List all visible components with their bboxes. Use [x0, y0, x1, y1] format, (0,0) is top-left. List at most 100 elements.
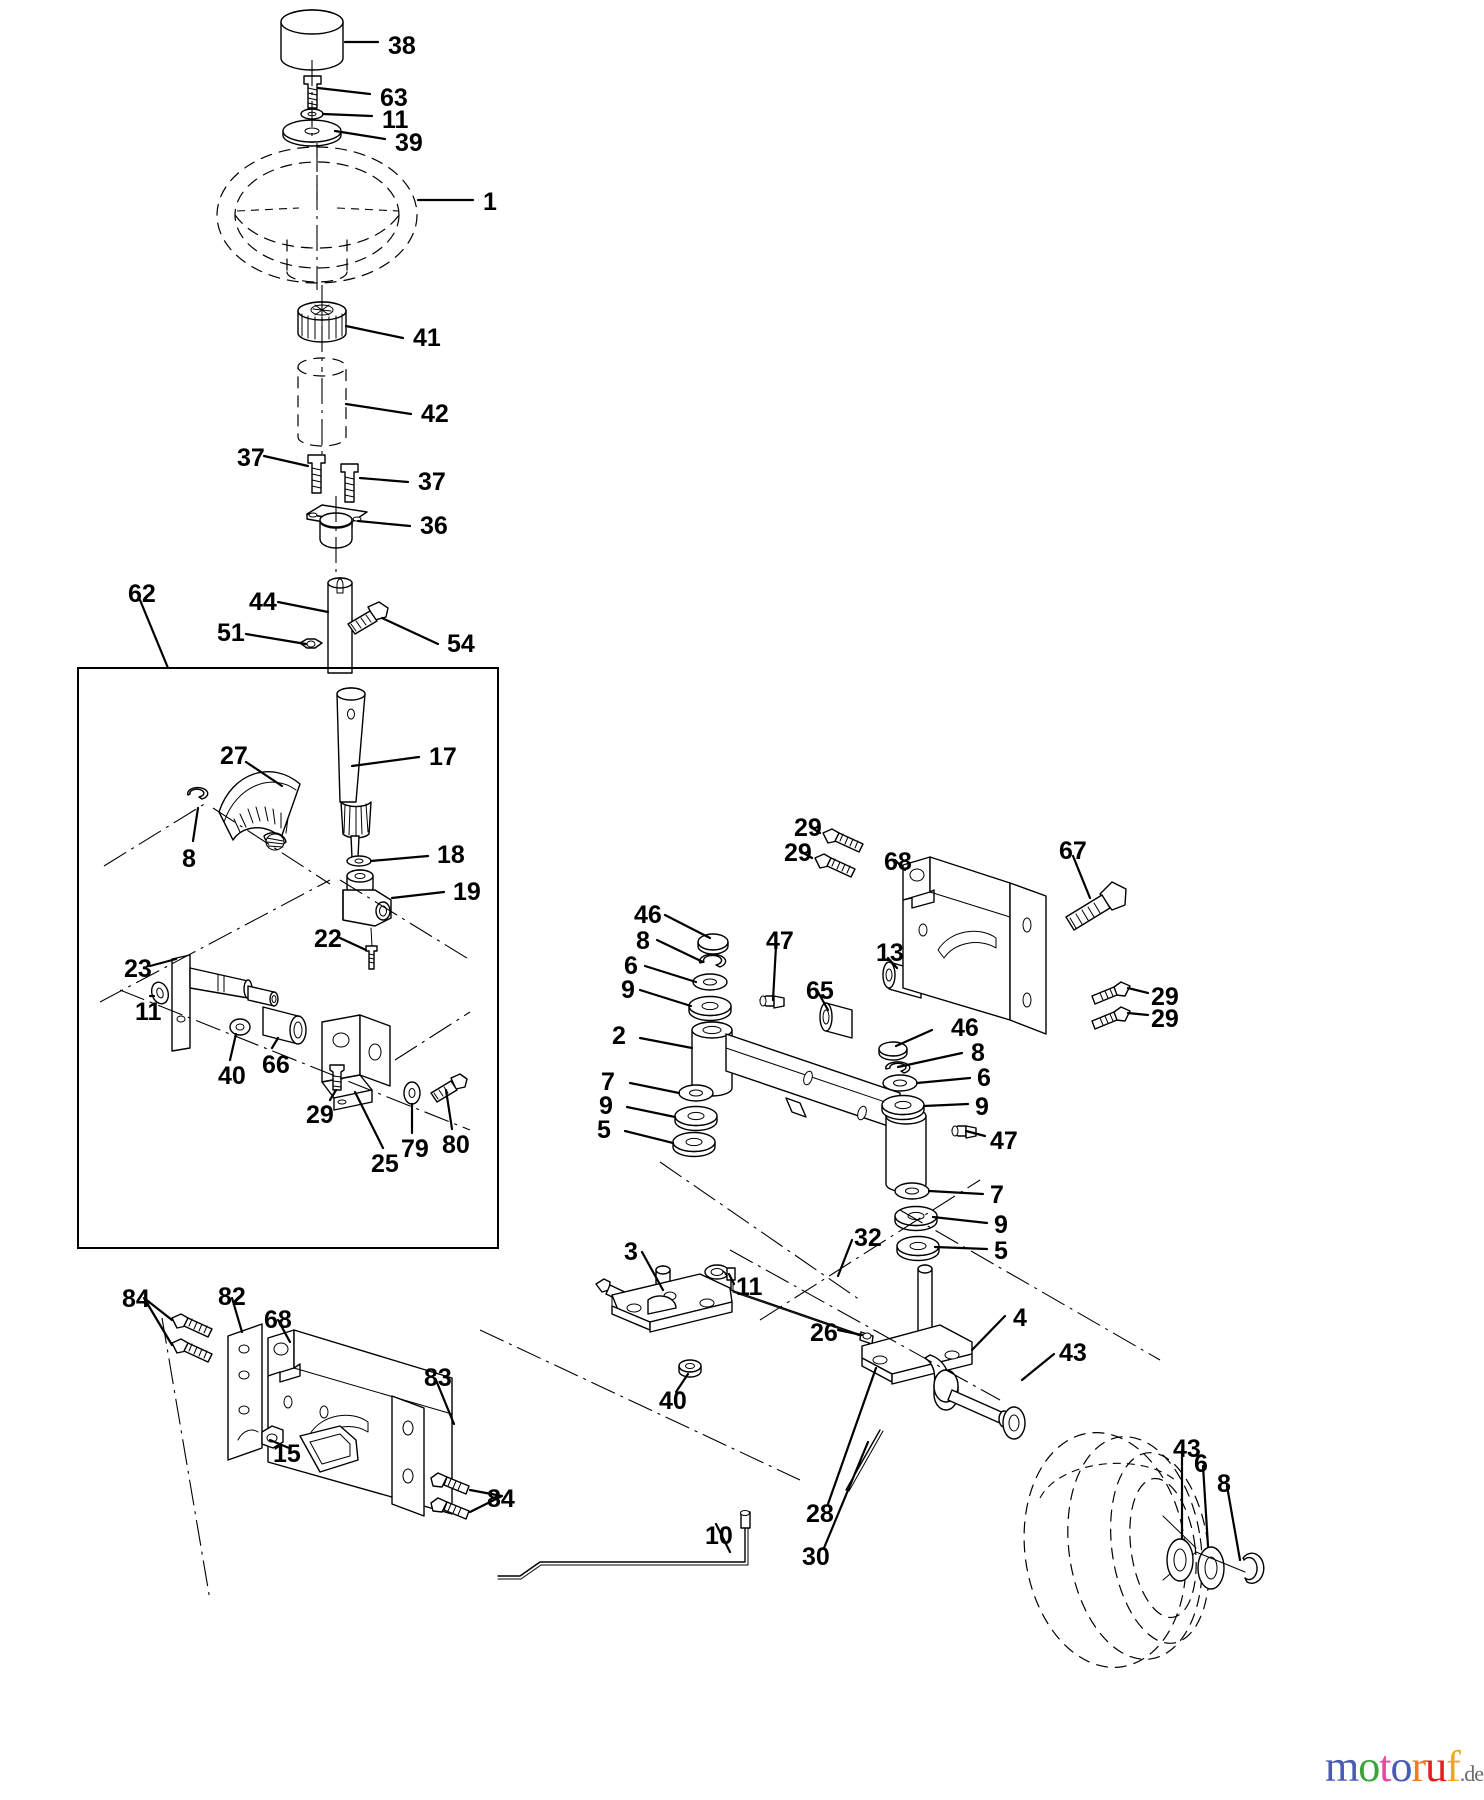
part-4-spindle-right	[861, 1264, 1010, 1428]
part-40-nut	[229, 1018, 251, 1036]
motoruf-watermark: motoruf.de	[1325, 1742, 1484, 1791]
callout-30: 30	[802, 1543, 830, 1571]
callout-84-a: 84	[122, 1285, 150, 1313]
part-29-bolt-d	[1091, 1006, 1131, 1030]
part-84-bolt-b	[171, 1338, 213, 1363]
callout-46-b: 46	[951, 1014, 979, 1042]
callout-36: 36	[420, 512, 448, 540]
callout-11-a: 11	[382, 106, 409, 134]
wm-letter-o2: o	[1390, 1742, 1412, 1791]
callout-6-b: 6	[977, 1064, 991, 1092]
callout-42: 42	[421, 400, 449, 428]
callout-63: 63	[380, 84, 408, 112]
callout-7-b: 7	[990, 1181, 1004, 1209]
callout-19: 19	[453, 878, 481, 906]
part-82-bracket-plate	[227, 1323, 263, 1461]
callout-79: 79	[401, 1135, 429, 1163]
callout-8-a: 8	[182, 845, 196, 873]
callout-40-a: 40	[218, 1062, 246, 1090]
part-7-washer-left	[678, 1084, 714, 1102]
wm-letter-f: f	[1446, 1742, 1461, 1791]
callout-41: 41	[413, 324, 441, 352]
part-83-bracket-plate	[391, 1395, 425, 1517]
callout-37-b: 37	[418, 468, 446, 496]
part-6-washer-right	[882, 1074, 918, 1092]
callout-80: 80	[442, 1131, 470, 1159]
callout-10: 10	[705, 1522, 733, 1550]
callout-5-b: 5	[994, 1237, 1008, 1265]
callout-9-c: 9	[975, 1093, 989, 1121]
part-11-washer-spindle	[704, 1264, 730, 1280]
part-9-washer-right	[881, 1094, 925, 1121]
callout-37-a: 37	[237, 444, 265, 472]
callout-82: 82	[218, 1283, 246, 1311]
part-42-boot	[297, 357, 347, 447]
callout-66: 66	[262, 1051, 290, 1079]
part-43-washer-b	[1166, 1538, 1194, 1582]
callout-28: 28	[806, 1500, 834, 1528]
callout-47-b: 47	[990, 1127, 1018, 1155]
callout-6-a: 6	[624, 952, 638, 980]
callout-3: 3	[624, 1238, 638, 1266]
callout-44: 44	[249, 588, 277, 616]
wm-letter-m: m	[1325, 1742, 1359, 1791]
callout-26: 26	[810, 1319, 838, 1347]
part-65-bushing	[819, 1002, 853, 1039]
callout-40-b: 40	[659, 1387, 687, 1415]
callout-9-a: 9	[621, 976, 635, 1004]
callout-2: 2	[612, 1022, 626, 1050]
part-29-bolt-a	[822, 828, 864, 853]
part-66-spacer	[262, 1006, 307, 1045]
callout-5-a: 5	[597, 1116, 611, 1144]
part-22-screw	[365, 927, 378, 970]
wm-letter-u: u	[1425, 1742, 1447, 1791]
part-17-steering-shaft	[336, 687, 372, 859]
part-51-lock-nut	[299, 638, 323, 649]
part-6-washer-wheel	[1197, 1546, 1225, 1590]
callout-65: 65	[806, 977, 834, 1005]
part-44-shaft-extension	[327, 577, 353, 674]
part-9-washer-right2	[894, 1205, 938, 1232]
part-19-pinion-housing	[342, 869, 392, 927]
callout-13: 13	[876, 939, 904, 967]
part-84-bolt-d	[430, 1497, 470, 1520]
part-41-adapter	[297, 301, 347, 343]
callout-29-c: 29	[784, 839, 812, 867]
part-6-washer-left	[692, 973, 728, 991]
callout-54: 54	[447, 630, 475, 658]
callout-43-b: 43	[1173, 1435, 1201, 1463]
part-40-nut-lower	[678, 1359, 702, 1378]
callout-7-a: 7	[601, 1068, 615, 1096]
callout-22: 22	[314, 925, 342, 953]
part-68-bracket-right	[902, 856, 1047, 1035]
part-9-washer-left2	[674, 1105, 718, 1132]
callout-18: 18	[437, 841, 465, 869]
callout-83: 83	[424, 1364, 452, 1392]
callout-62: 62	[128, 580, 156, 608]
part-67-hex-bolt	[1065, 881, 1127, 931]
part-26-pin	[859, 1331, 874, 1345]
callout-43-a: 43	[1059, 1339, 1087, 1367]
leader-62	[138, 598, 170, 670]
callout-29-a: 29	[306, 1101, 334, 1129]
callout-8-c: 8	[971, 1039, 985, 1067]
part-38-cap	[280, 9, 344, 71]
part-43-washer-a	[1002, 1406, 1026, 1440]
part-wheel-dashed	[1023, 1432, 1210, 1668]
part-9-washer-left	[688, 995, 732, 1022]
callout-8-d: 8	[1217, 1470, 1231, 1498]
part-11-washer-panel	[150, 981, 170, 1005]
part-54-bolt	[347, 601, 389, 635]
part-29-bolt-c	[1091, 981, 1131, 1005]
part-46-cap-right	[878, 1041, 908, 1061]
callout-29-d: 29	[1151, 983, 1179, 1011]
callout-46-a: 46	[634, 901, 662, 929]
callout-29-e: 29	[1151, 1005, 1179, 1033]
callout-67: 67	[1059, 837, 1087, 865]
leader-lines	[142, 40, 1242, 1562]
part-5-bearing-right	[896, 1235, 940, 1262]
callout-15: 15	[273, 1440, 301, 1468]
wm-letter-o1: o	[1358, 1742, 1380, 1791]
callout-51: 51	[217, 619, 245, 647]
